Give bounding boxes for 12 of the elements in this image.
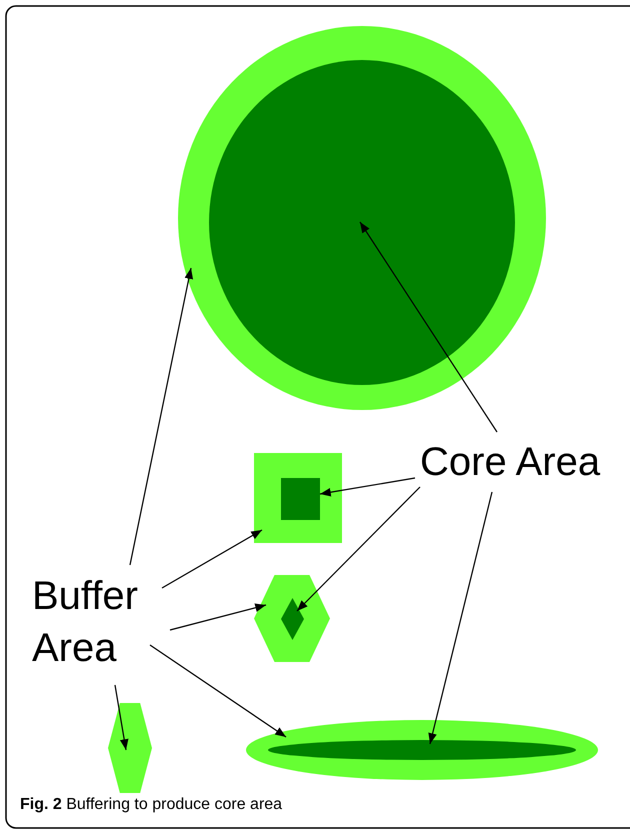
figure-caption: Fig. 2 Buffering to produce core area [20, 796, 282, 814]
leader-line [320, 477, 416, 496]
leader-line [129, 268, 194, 566]
leader-line [114, 684, 128, 750]
area-label: Core Area [420, 439, 602, 486]
leader-line [296, 486, 420, 612]
leader-line [428, 492, 493, 744]
leader-line [360, 222, 498, 432]
leader-line [170, 604, 266, 631]
leader-line [150, 644, 286, 738]
area-label: Buffer Area [32, 573, 139, 672]
leader-line [162, 529, 262, 589]
